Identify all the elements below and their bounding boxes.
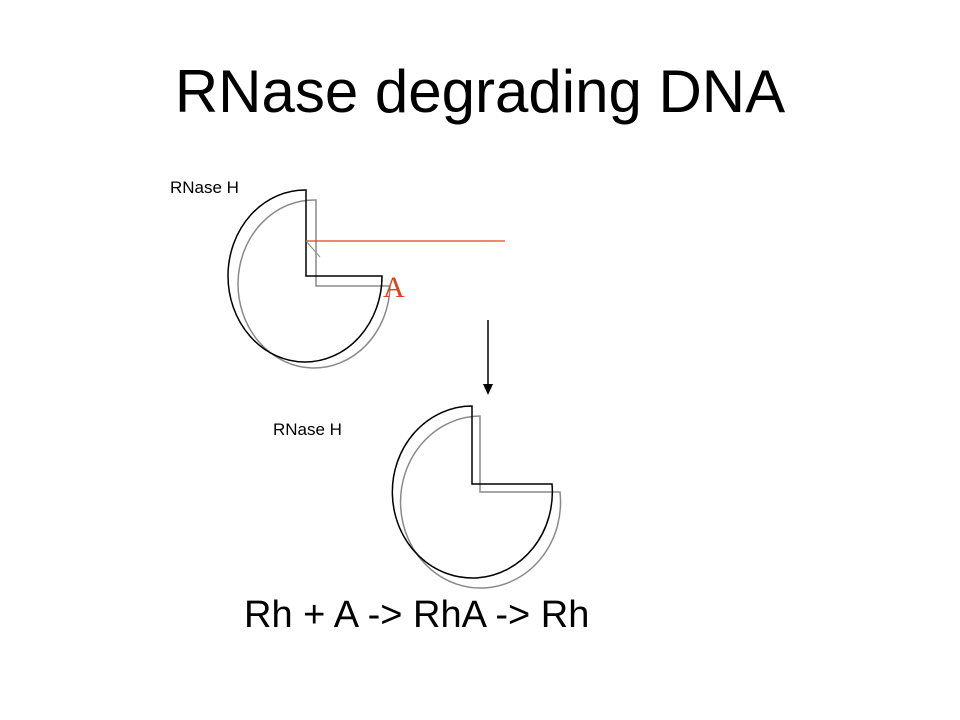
enzyme-bottom [391, 405, 554, 579]
enzyme-top-shadow [237, 199, 391, 369]
enzyme-bottom-shadow [399, 415, 562, 589]
enzyme-label-top: RNase H [170, 178, 239, 197]
substrate-letter: A [383, 271, 405, 304]
reaction-arrow-head [483, 384, 493, 395]
enzyme-top [227, 189, 383, 363]
enzyme-label-bottom: RNase H [273, 420, 342, 439]
reaction-equation: Rh + A -> RhA -> Rh [244, 594, 590, 636]
substrate-tail [305, 240, 321, 258]
slide-title: RNase degrading DNA [174, 58, 786, 125]
